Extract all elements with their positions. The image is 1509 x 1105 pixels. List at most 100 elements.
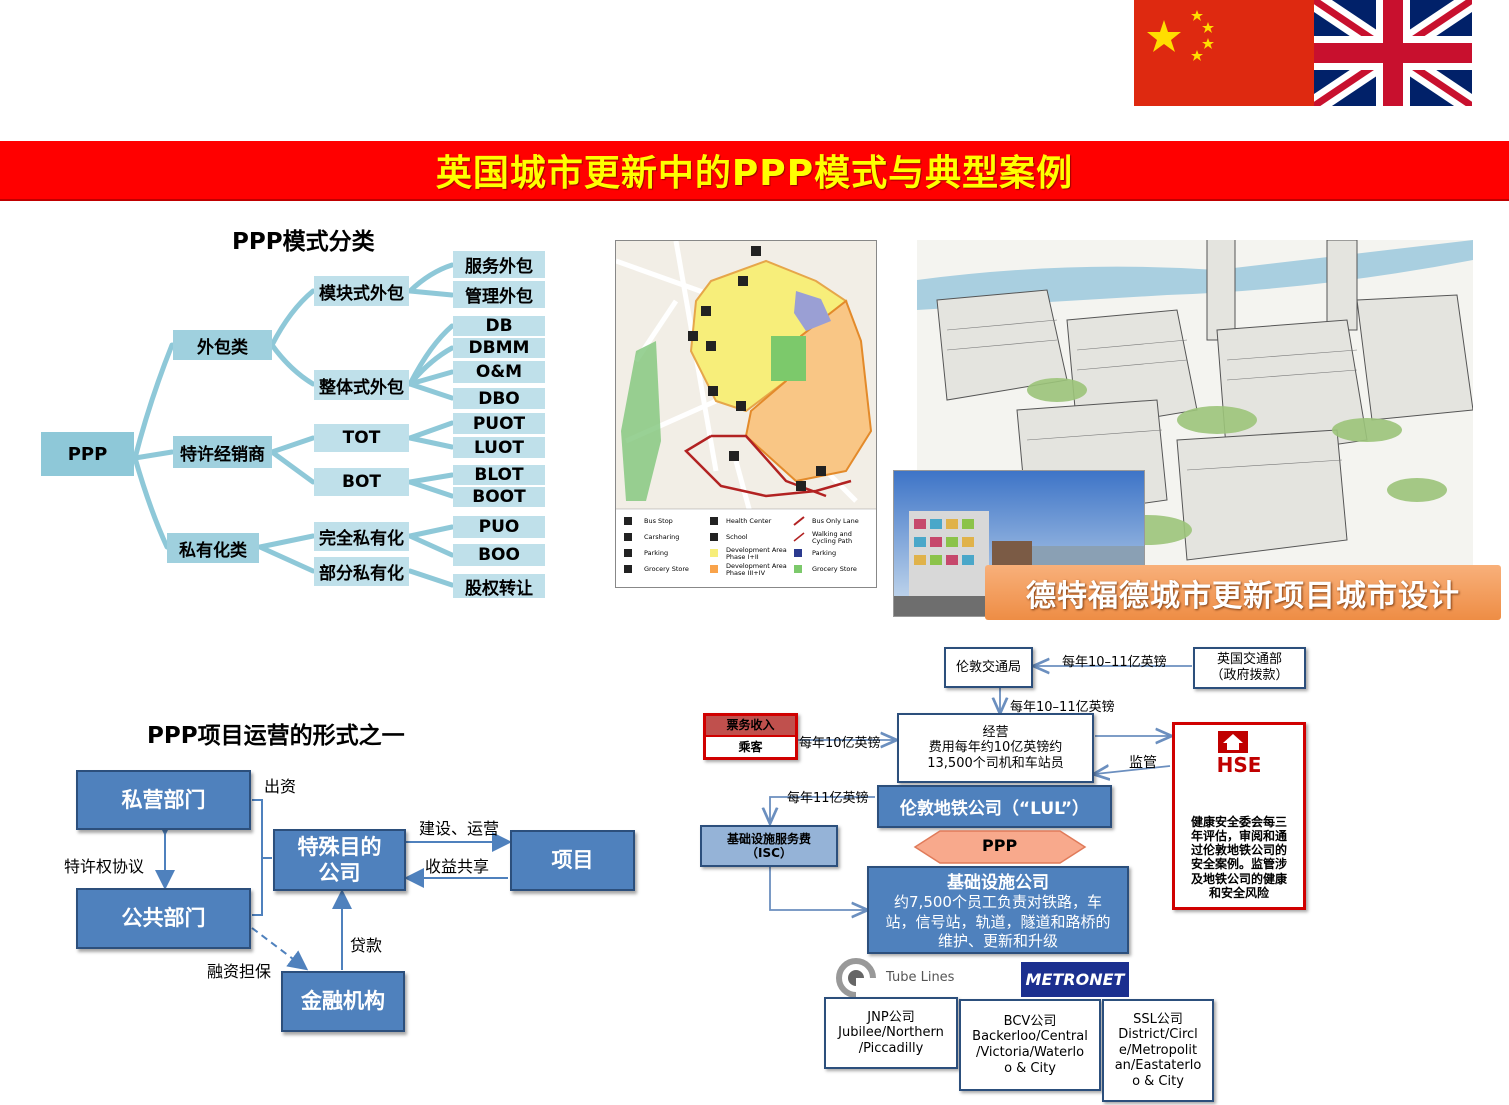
- isc-amount-label: 每年11亿英镑: [787, 791, 869, 806]
- tube-lines-text: Tube Lines: [886, 970, 955, 985]
- ssl-line-5: o & City: [1132, 1073, 1184, 1089]
- jnp-line-1: JNP公司: [867, 1009, 915, 1025]
- ssl-line-1: SSL公司: [1133, 1011, 1183, 1027]
- legend-carsharing: Carsharing: [644, 533, 680, 541]
- legend-parking-area: Parking: [812, 549, 837, 557]
- fares-label: 票务收入: [706, 716, 795, 737]
- label-loan: 贷款: [350, 936, 383, 955]
- tree-leaf: DBMM: [453, 338, 545, 358]
- isc-label-1: 基础设施服务费: [726, 831, 811, 846]
- tree-leaf: BOOT: [453, 487, 545, 507]
- legend-dev1: Development Area Phase I+II: [726, 546, 787, 562]
- funding-label-1: 每年10–11亿英镑: [1062, 655, 1167, 670]
- fare-amount-label: 每年10亿英镑: [799, 736, 881, 751]
- legend-dev2: Development Area Phase III+IV: [726, 562, 787, 578]
- tube-lines-logo: Tube Lines: [836, 958, 955, 998]
- infra-desc: 约7,500个员工负责对铁路，车站，信号站，轨道，隧道和路桥的维护、更新和升级: [885, 893, 1111, 951]
- funding-label-2: 每年10–11亿英镑: [1010, 700, 1115, 715]
- metronet-logo: METRONET: [1021, 962, 1129, 997]
- ssl-line-3: e/Metropolit: [1118, 1042, 1198, 1058]
- hse-logo-icon: [1213, 731, 1253, 753]
- lul-company-label: 伦敦地铁公司（“LUL”）: [899, 799, 1090, 819]
- tree-leaf: PUO: [453, 516, 545, 538]
- hse-desc: 健康安全委会每三年评估，审阅和通过伦敦地铁公司的安全案例。监管涉及地铁公司的健康…: [1190, 815, 1287, 900]
- tree-leaf: BLOT: [453, 465, 545, 485]
- label-invest: 出资: [264, 777, 297, 796]
- ops-line-1: 经营: [982, 724, 1009, 740]
- fares-box: 票务收入 乘客: [703, 713, 798, 760]
- label-franchise: 特许权协议: [64, 857, 145, 876]
- tree-leaf: LUOT: [453, 437, 545, 458]
- operations-box: 经营 费用每年约10亿英镑约 13,500个司机和车站员: [897, 713, 1094, 783]
- title-bar: 英国城市更新中的PPP模式与典型案例: [0, 141, 1509, 201]
- china-flag: [1134, 0, 1314, 106]
- tree-level1-franchise: 特许经销商: [173, 436, 272, 468]
- tree-level2-modular: 模块式外包: [314, 276, 409, 306]
- tree-level1-privatization: 私有化类: [167, 533, 259, 563]
- dft-label-2: （政府拨款）: [1210, 668, 1289, 683]
- isc-box: 基础设施服务费 （ISC）: [700, 825, 838, 867]
- ssl-line-2: District/Circl: [1118, 1027, 1198, 1043]
- private-sector-box: 私营部门: [76, 770, 251, 830]
- infra-title: 基础设施公司: [947, 873, 1049, 894]
- tree-leaf: 服务外包: [453, 251, 545, 278]
- ppp-hex-label: PPP: [982, 836, 1018, 855]
- classification-title: PPP模式分类: [232, 229, 375, 255]
- bcv-line-3: /Victoria/Waterlo: [975, 1045, 1085, 1060]
- deptford-map: Bus Stop Carsharing Parking Grocery Stor…: [615, 240, 877, 588]
- hse-logo-text: HSE: [1216, 753, 1262, 777]
- tfl-label: 伦敦交通局: [955, 659, 1021, 675]
- project-caption: 德特福德城市更新项目城市设计: [985, 565, 1501, 620]
- legend-bus-stop: Bus Stop: [644, 517, 673, 525]
- urban-design-sketch: [917, 240, 1473, 570]
- tree-leaf: 管理外包: [453, 281, 545, 308]
- dft-label-1: 英国交通部: [1216, 652, 1282, 668]
- ops-line-2: 费用每年约10亿英镑约: [928, 740, 1063, 756]
- project-box: 项目: [510, 830, 635, 891]
- tree-level2-tot: TOT: [314, 424, 409, 452]
- jnp-line-2: Jubilee/Northern: [838, 1025, 944, 1041]
- dft-box: 英国交通部 （政府拨款）: [1193, 647, 1306, 689]
- finance-institution-box: 金融机构: [281, 971, 405, 1032]
- slide-title: 英国城市更新中的PPP模式与典型案例: [435, 153, 1074, 194]
- legend-school: School: [726, 533, 748, 541]
- label-financing-guarantee: 融资担保: [207, 962, 272, 981]
- jnp-box: JNP公司 Jubilee/Northern /Piccadilly: [824, 997, 958, 1069]
- tree-leaf: BOO: [453, 544, 545, 566]
- jnp-line-3: /Piccadilly: [858, 1040, 924, 1056]
- bcv-line-1: BCV公司: [1003, 1013, 1057, 1029]
- passengers-label: 乘客: [738, 740, 763, 754]
- tree-level2-partial-privatization: 部分私有化: [314, 557, 409, 586]
- uk-flag: [1308, 0, 1478, 115]
- operation-title: PPP项目运营的形式之一: [147, 723, 405, 749]
- tree-leaf: 股权转让: [453, 574, 545, 599]
- tree-leaf: DBO: [453, 388, 545, 409]
- legend-grocery-area: Grocery Store: [812, 565, 857, 573]
- ops-line-3: 13,500个司机和车站员: [927, 755, 1064, 771]
- public-sector-box: 公共部门: [76, 888, 251, 949]
- tree-root-ppp: PPP: [41, 432, 134, 476]
- tree-level2-bot: BOT: [314, 468, 409, 496]
- lul-company-box: 伦敦地铁公司（“LUL”）: [877, 785, 1112, 828]
- tree-level2-full-privatization: 完全私有化: [314, 522, 409, 551]
- bcv-line-4: o & City: [1004, 1060, 1056, 1076]
- ssl-box: SSL公司 District/Circl e/Metropolit an/Eas…: [1102, 999, 1214, 1102]
- legend-grocery: Grocery Store: [644, 565, 689, 573]
- label-revenue-share: 收益共享: [425, 857, 490, 876]
- legend-walk: Walking and Cycling Path: [812, 530, 853, 546]
- legend-parking: Parking: [644, 549, 669, 557]
- tfl-box: 伦敦交通局: [944, 647, 1033, 688]
- bcv-line-2: Backerloo/Central: [972, 1029, 1088, 1045]
- tree-leaf: PUOT: [453, 413, 545, 434]
- tree-leaf: O&M: [453, 361, 545, 383]
- infrastructure-company-box: 基础设施公司 约7,500个员工负责对铁路，车站，信号站，轨道，隧道和路桥的维护…: [867, 866, 1129, 954]
- legend-bus-lane: Bus Only Lane: [812, 517, 859, 525]
- spv-box: 特殊目的公司: [273, 829, 406, 891]
- tree-level2-integrated: 整体式外包: [314, 370, 409, 400]
- isc-label-2: （ISC）: [746, 846, 792, 860]
- ssl-line-4: an/Eastaterlo: [1114, 1058, 1202, 1074]
